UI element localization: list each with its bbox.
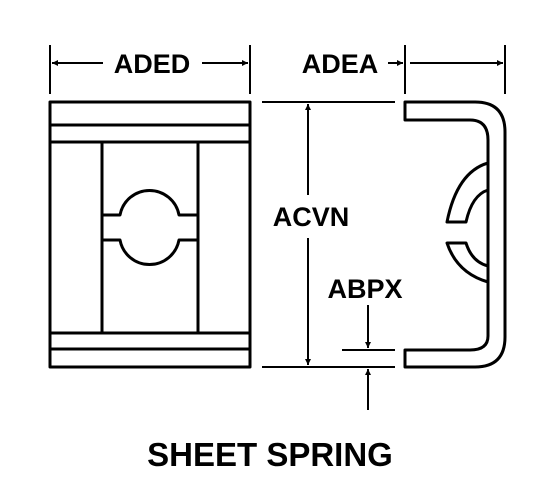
lower-clip-tab <box>445 241 489 284</box>
depth-dimension-label: ADEA <box>302 49 379 79</box>
front-view <box>48 100 252 369</box>
front-view-outline <box>48 100 252 369</box>
side-view <box>403 100 507 369</box>
thickness-dimension-label: ABPX <box>327 274 402 304</box>
height-dimension-label: ACVN <box>273 202 350 232</box>
spring-profile <box>403 100 507 369</box>
spring-opening <box>102 189 198 266</box>
drawing-caption: SHEET SPRING <box>147 436 393 473</box>
upper-clip-tab <box>445 161 489 224</box>
width-dimension-label: ADED <box>114 49 191 79</box>
